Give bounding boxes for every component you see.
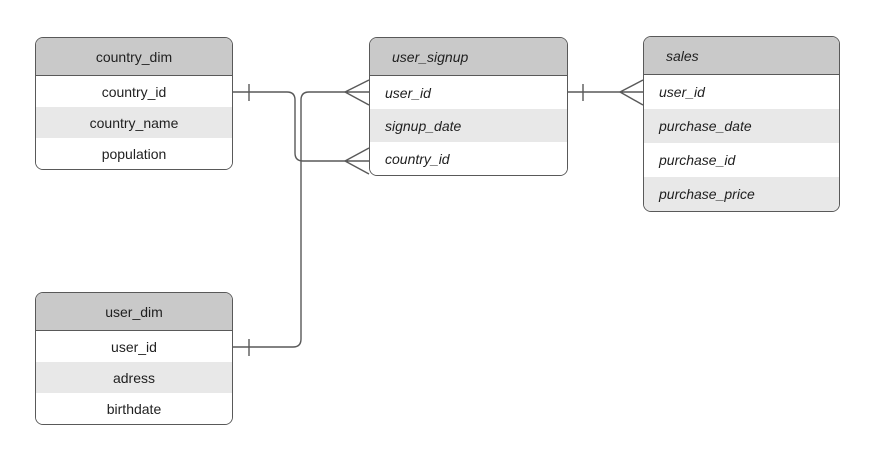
entity-table-country-dim: country_dim country_id country_name popu…	[35, 37, 233, 170]
table-row-user-id: user_id	[370, 76, 567, 109]
entity-table-sales: sales user_id purchase_date purchase_id …	[643, 36, 840, 212]
table-row-purchase-date: purchase_date	[644, 109, 839, 143]
table-row-purchase-id: purchase_id	[644, 143, 839, 177]
table-header: user_dim	[36, 293, 232, 331]
connector-line	[233, 91, 345, 348]
table-row-signup-date: signup_date	[370, 109, 567, 142]
table-header: country_dim	[36, 38, 232, 76]
table-row-user-id: user_id	[36, 331, 232, 362]
connector-user_signup-to-sales	[568, 79, 644, 106]
table-row-adress: adress	[36, 362, 232, 393]
table-row-country-id: country_id	[36, 76, 232, 107]
table-row-user-id: user_id	[644, 75, 839, 109]
table-header: sales	[644, 37, 839, 75]
table-row-country-name: country_name	[36, 107, 232, 138]
entity-table-user-signup: user_signup user_id signup_date country_…	[369, 37, 568, 176]
cardinality-many-crowfoot-icon	[344, 79, 370, 106]
cardinality-many-crowfoot-icon	[619, 79, 644, 106]
table-row-birthdate: birthdate	[36, 393, 232, 424]
table-row-country-id: country_id	[370, 142, 567, 175]
table-row-purchase-price: purchase_price	[644, 177, 839, 211]
table-header: user_signup	[370, 38, 567, 76]
entity-table-user-dim: user_dim user_id adress birthdate	[35, 292, 233, 425]
table-row-population: population	[36, 138, 232, 169]
connector-country_dim-to-user_signup	[233, 84, 370, 175]
cardinality-many-crowfoot-icon	[344, 147, 370, 175]
connector-line	[233, 91, 345, 162]
connector-user_dim-to-user_signup	[233, 79, 370, 356]
